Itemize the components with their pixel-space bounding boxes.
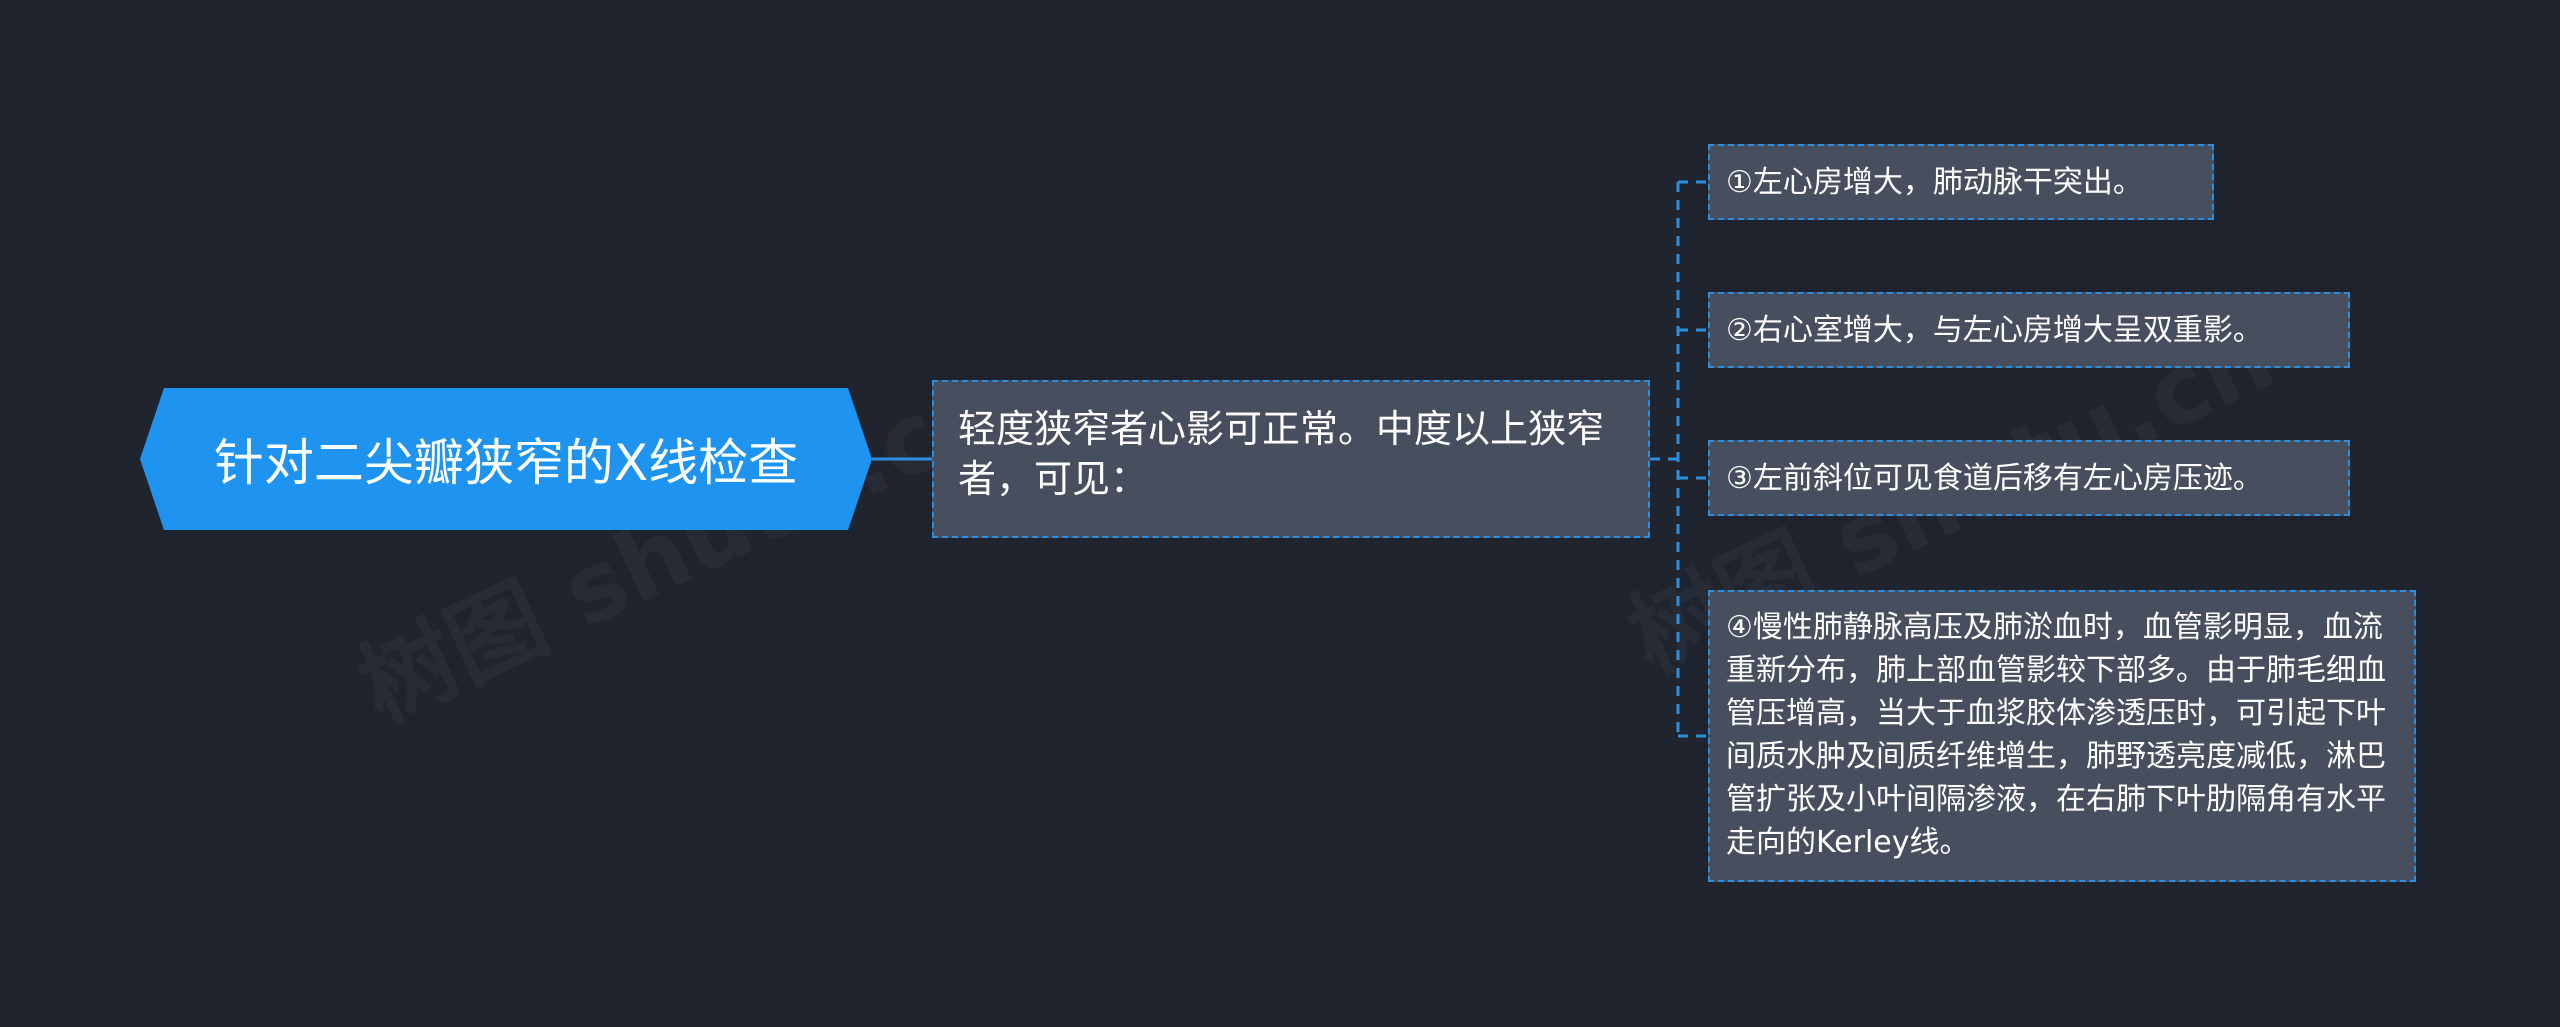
main-branch-label: 轻度狭窄者心影可正常。中度以上狭窄者，可见： bbox=[958, 407, 1605, 501]
main-branch-node[interactable]: 轻度狭窄者心影可正常。中度以上狭窄者，可见： bbox=[932, 380, 1650, 538]
finding-node-2[interactable]: ②右心室增大，与左心房增大呈双重影。 bbox=[1708, 292, 2350, 368]
finding-node-1[interactable]: ①左心房增大，肺动脉干突出。 bbox=[1708, 144, 2214, 220]
finding-label: ②右心室增大，与左心房增大呈双重影。 bbox=[1726, 312, 2263, 348]
connector-main-trunk bbox=[1650, 182, 1680, 736]
finding-node-3[interactable]: ③左前斜位可见食道后移有左心房压迹。 bbox=[1708, 440, 2350, 516]
finding-label: ③左前斜位可见食道后移有左心房压迹。 bbox=[1726, 460, 2263, 496]
root-topic-label: 针对二尖瓣狭窄的X线检查 bbox=[213, 434, 799, 492]
finding-label: ④慢性肺静脉高压及肺淤血时，血管影明显，血流重新分布，肺上部血管影较下部多。由于… bbox=[1726, 610, 2386, 860]
finding-label: ①左心房增大，肺动脉干突出。 bbox=[1726, 164, 2143, 200]
root-topic-node[interactable]: 针对二尖瓣狭窄的X线检查 bbox=[140, 388, 872, 530]
finding-node-4[interactable]: ④慢性肺静脉高压及肺淤血时，血管影明显，血流重新分布，肺上部血管影较下部多。由于… bbox=[1708, 590, 2416, 882]
